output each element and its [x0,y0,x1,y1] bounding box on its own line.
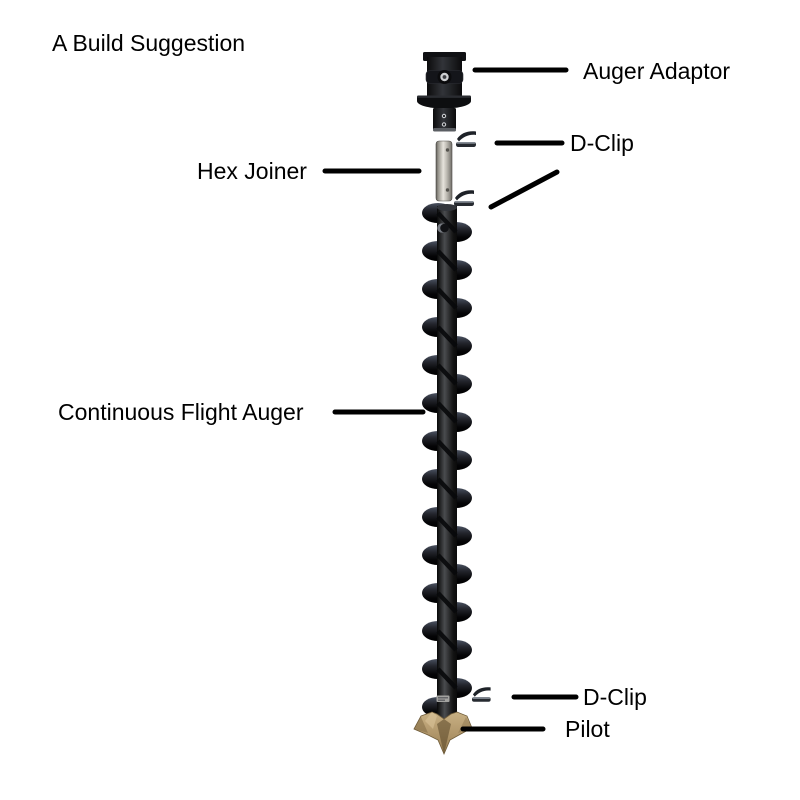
d-clip-top-part [456,131,476,147]
label-auger-adaptor: Auger Adaptor [583,58,731,84]
adaptor-pin-hole-center [442,75,447,79]
auger-shaft-top [437,204,457,211]
pilot-left-facet [414,717,428,733]
adaptor-stub-shaft [433,108,456,131]
leader-d-clip-middle [488,169,560,210]
label-pilot: Pilot [565,716,610,742]
auger-sticker-mark-1 [438,697,448,699]
auger-shaft [437,206,457,720]
pilot-center-ridge [437,719,451,754]
pilot-highlight-facet [425,712,437,729]
adaptor-stub-hole-2-center [442,123,446,126]
auger-label-sticker [436,695,450,702]
label-d-clip-bottom: D-Clip [583,684,647,710]
hex-joiner-body [435,140,453,202]
hex-joiner-part [435,140,453,202]
adaptor-stub-hole-1-center [442,114,446,118]
auger-flight-crossings [436,211,458,690]
auger-sticker-mark-2 [438,699,445,701]
d-clip-middle-part [454,190,474,206]
adaptor-stub-bevel [433,128,456,132]
auger-adaptor-part [417,52,471,132]
hex-joiner-hole-2 [445,188,450,192]
adaptor-flange-highlight [417,95,471,98]
continuous-flight-auger-part [422,203,472,720]
label-d-clip-top: D-Clip [570,130,634,156]
pilot-part [413,711,473,756]
page-title: A Build Suggestion [52,30,246,56]
d-clip-bottom-part [472,687,491,702]
label-continuous-flight-auger: Continuous Flight Auger [58,399,304,425]
label-hex-joiner: Hex Joiner [197,158,307,184]
leader-lines [322,67,579,732]
auger-hole [440,223,449,233]
adaptor-flange [417,97,471,109]
hex-joiner-hole-1 [445,148,450,152]
